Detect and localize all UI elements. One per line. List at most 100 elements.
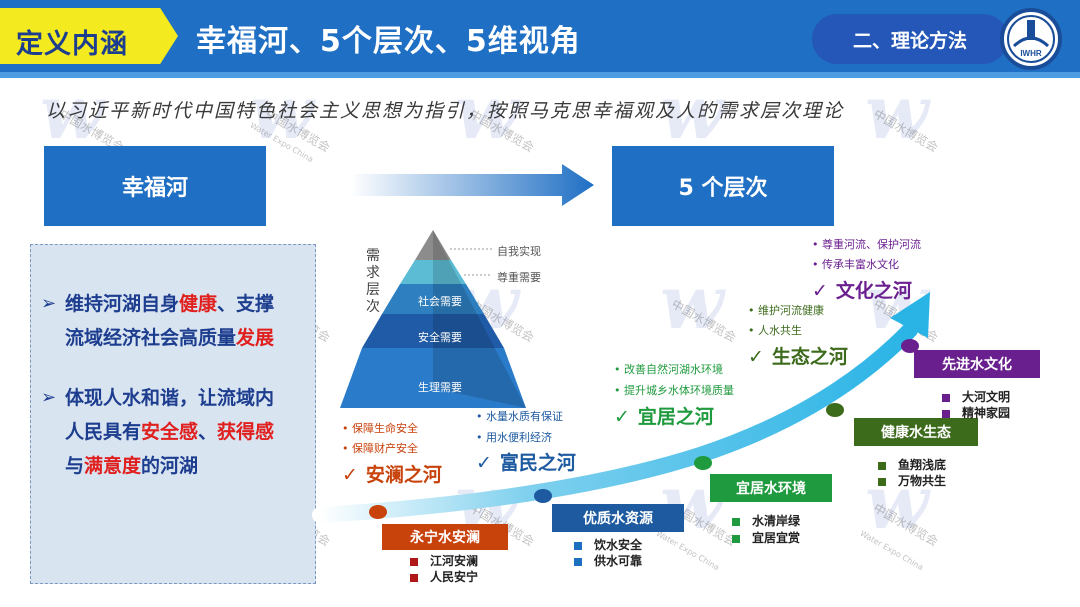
highlight-text: 健康 <box>179 293 218 315</box>
level-sub-item: 精神家园 <box>942 404 1010 421</box>
bullet-dot: • <box>748 304 755 317</box>
bullet-text: 水量水质有保证 <box>486 410 563 423</box>
arrow-right-icon <box>350 164 594 206</box>
curve-node <box>901 339 919 353</box>
river-bullet: • 尊重河流、保护河流 <box>812 236 921 252</box>
bullet-dot: • <box>342 422 349 435</box>
logo-mark-icon: IWHR <box>1007 15 1055 63</box>
square-bullet-icon <box>878 461 886 470</box>
watermark-w: w <box>660 260 724 346</box>
highlight-text: 获得感 <box>217 421 275 443</box>
curve-node <box>694 456 712 470</box>
pyramid-label-safety: 安全需要 <box>418 331 462 344</box>
logo-text: IWHR <box>1020 49 1042 58</box>
bullet-text: 人水共生 <box>758 324 802 337</box>
square-bullet-icon <box>732 517 740 526</box>
river-bullet: • 传承丰富水文化 <box>812 256 899 272</box>
watermark-w: w <box>865 70 929 156</box>
iwhr-logo: IWHR <box>1000 8 1062 70</box>
level-sub-item: 大河文明 <box>942 388 1010 405</box>
bullet-text: 保障财产安全 <box>352 442 418 455</box>
level-sub-item: 水清岸绿 <box>732 512 800 529</box>
sub-item-text: 水清岸绿 <box>752 514 801 528</box>
check-icon: ✓ <box>748 346 764 368</box>
text-fragment: 流域经济社会高质量 <box>65 327 237 349</box>
check-icon: ✓ <box>812 280 828 302</box>
bullet-text: 改善自然河湖水环境 <box>624 363 723 376</box>
watermark-w: w <box>250 70 314 156</box>
curve-node <box>369 505 387 519</box>
level-box-flood-safety: 永宁水安澜 <box>382 524 508 550</box>
river-bullet: • 用水便利经济 <box>476 429 552 445</box>
sub-item-text: 精神家园 <box>962 406 1011 420</box>
text-fragment: 与 <box>65 455 85 477</box>
level-box-water-resource: 优质水资源 <box>552 504 684 532</box>
sub-item-text: 饮水安全 <box>594 538 643 552</box>
river-bullet: • 保障财产安全 <box>342 440 418 456</box>
pyramid-level-5 <box>340 348 526 408</box>
section-badge: 定义内涵 <box>0 8 178 64</box>
sub-item-text: 供水可靠 <box>594 554 643 568</box>
river-bullet: • 改善自然河湖水环境 <box>614 361 723 377</box>
bullet-text: 用水便利经济 <box>486 431 552 444</box>
watermark-w: w <box>455 70 519 156</box>
sub-item-text: 万物共生 <box>898 474 947 488</box>
arrow-bullet-icon: ➢ <box>41 293 57 314</box>
bullet-dot: • <box>748 324 755 337</box>
pyramid-level-3 <box>382 284 484 314</box>
pyramid-side-label: 需求层次 <box>366 248 380 315</box>
bullet-text: 保障生命安全 <box>352 422 418 435</box>
level-sub-item: 万物共生 <box>878 472 946 489</box>
definition-panel: ➢ 维持河湖自身健康、支撑 流域经济社会高质量发展 ➢ 体现人水和谐，让流域内 … <box>30 244 316 584</box>
level-sub-item: 供水可靠 <box>574 552 642 569</box>
river-title-eco: ✓ 生态之河 <box>748 342 848 369</box>
five-levels-box: 5 个层次 <box>612 146 834 226</box>
text-fragment: 、支撑 <box>217 293 275 315</box>
text-fragment: 体现人水和谐，让流域内 <box>65 387 275 409</box>
bullet-text: 提升城乡水体环境质量 <box>624 384 734 397</box>
bullet-dot: • <box>614 363 621 376</box>
page-title: 幸福河、5个层次、5维视角 <box>196 24 581 59</box>
bullet-text: 尊重河流、保护河流 <box>822 238 921 251</box>
river-bullet: • 人水共生 <box>748 322 802 338</box>
highlight-text: 安全感 <box>141 421 199 443</box>
square-bullet-icon <box>942 393 950 402</box>
curve-node <box>826 403 844 417</box>
river-bullet: • 水量水质有保证 <box>476 408 563 424</box>
river-title-culture: ✓ 文化之河 <box>812 276 912 303</box>
bullet-dot: • <box>476 431 483 444</box>
curve-node <box>534 489 552 503</box>
river-title-livable: ✓宜居之河 <box>614 402 714 429</box>
level-sub-item: 江河安澜 <box>410 552 478 569</box>
square-bullet-icon <box>942 409 950 418</box>
bullet-dot: • <box>812 258 819 271</box>
pyramid-label-physio: 生理需要 <box>418 381 462 394</box>
river-bullet: • 维护河流健康 <box>748 302 824 318</box>
square-bullet-icon <box>574 557 582 566</box>
section-label: 二、理论方法 <box>812 14 1008 64</box>
river-name: 生态之河 <box>771 346 848 368</box>
square-bullet-icon <box>410 557 418 566</box>
level-box-culture: 先进水文化 <box>914 350 1040 378</box>
highlight-text: 发展 <box>236 327 275 349</box>
square-bullet-icon <box>878 477 886 486</box>
level-box-environment: 宜居水环境 <box>710 474 832 502</box>
level-sub-item: 饮水安全 <box>574 536 642 553</box>
text-fragment: 、 <box>198 421 218 443</box>
river-name: 富民之河 <box>499 452 576 474</box>
bullet-dot: • <box>476 410 483 423</box>
river-bullet: • 提升城乡水体环境质量 <box>614 382 734 398</box>
river-bullet: • 保障生命安全 <box>342 420 418 436</box>
watermark-w: w <box>660 70 724 156</box>
level-sub-item: 宜居宜赏 <box>732 529 800 546</box>
highlight-text: 满意度 <box>84 455 142 477</box>
sub-item-text: 鱼翔浅底 <box>898 458 947 472</box>
header-stripe <box>0 72 1080 78</box>
text-fragment: 维持河湖自身 <box>65 293 180 315</box>
pyramid-note-respect: 尊重需要 <box>497 271 541 284</box>
river-name: 文化之河 <box>835 280 912 302</box>
definition-item: ➢ 体现人水和谐，让流域内 人民具有安全感、获得感 与满意度的河湖 <box>41 381 275 483</box>
level-sub-item: 人民安宁 <box>410 568 478 585</box>
